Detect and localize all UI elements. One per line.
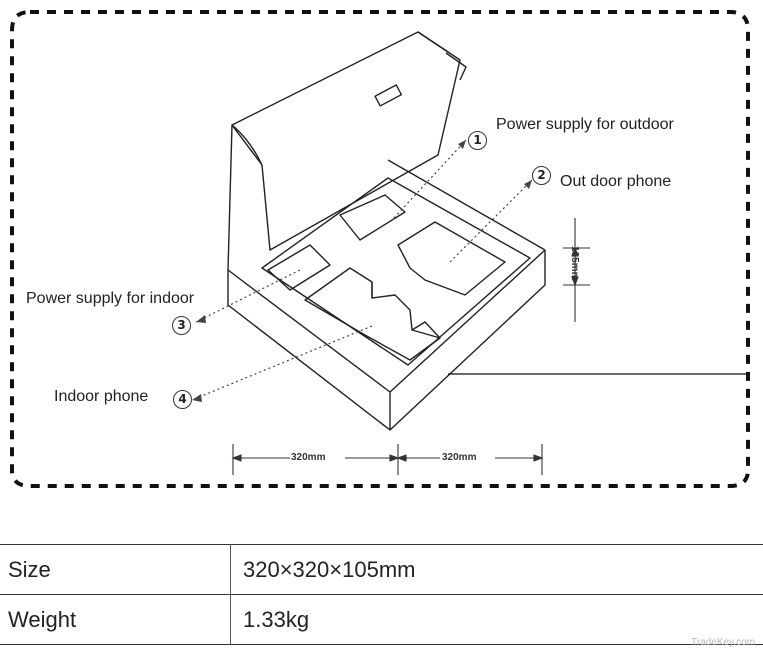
dashed-frame [10,10,750,488]
callout-number-2: 2 [532,166,551,185]
callout-number-4: 4 [173,390,192,409]
callout-number-3: 3 [172,316,191,335]
callout-label-indoor-phone: Indoor phone [54,388,149,405]
spec-table: Size 320×320×105mm Weight 1.33kg [0,544,763,645]
spec-value-size: 320×320×105mm [230,544,763,595]
callout-label-outdoor-phone: Out door phone [560,173,672,190]
callout-label-outdoor-power: Power supply for outdoor [496,116,674,133]
table-row: Size 320×320×105mm [0,544,763,595]
width-dimension [231,444,544,475]
height-label: 105mm [569,246,580,281]
height-dimension [563,218,590,322]
callout-number-1: 1 [468,131,487,150]
spec-key-size: Size [0,544,231,595]
width-label-right: 320mm [442,452,477,463]
watermark: TradeKey.com [691,637,755,648]
leader-arrowheads [192,140,532,402]
box-illustration [227,31,546,431]
spec-key-weight: Weight [0,594,231,645]
width-label-left: 320mm [291,452,326,463]
table-row: Weight 1.33kg [0,594,763,645]
packaging-diagram [10,10,750,488]
spec-value-weight: 1.33kg [230,594,763,645]
callout-label-indoor-power: Power supply for indoor [26,290,195,307]
leader-lines [191,139,533,401]
